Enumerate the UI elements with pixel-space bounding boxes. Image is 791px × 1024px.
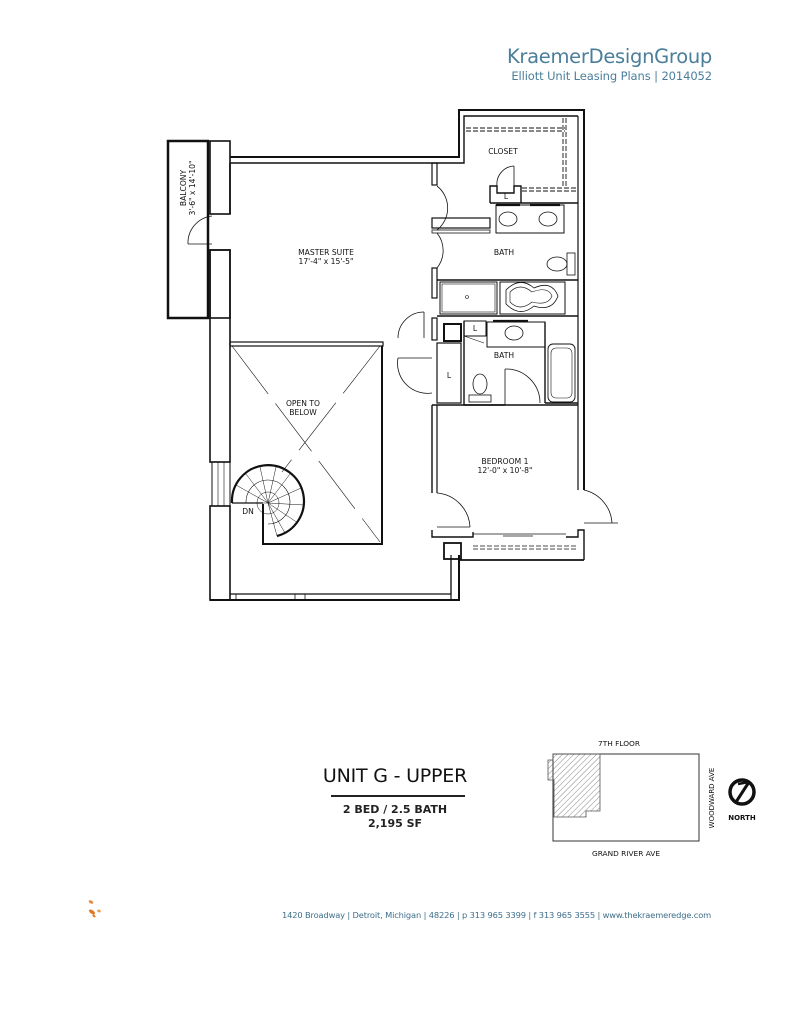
north-label: NORTH [728, 814, 756, 822]
square-footage: 2,195 SF [367, 816, 423, 830]
footer-contact: 1420 Broadway | Detroit, Michigan | 4822… [282, 910, 712, 920]
open-to-below-label-1: OPEN TO [286, 399, 320, 408]
floor-plan: BALCONY 3'-6" x 14'-10" MASTER SUITE 17'… [166, 109, 618, 601]
open-to-below-label-2: BELOW [289, 408, 317, 417]
room-labels: BALCONY 3'-6" x 14'-10" MASTER SUITE 17'… [179, 147, 532, 516]
interior-walls [397, 162, 618, 600]
stair-down-label: DN [242, 507, 254, 516]
document-subtitle: Elliott Unit Leasing Plans | 2014052 [511, 69, 712, 83]
master-suite-dims: 17'-4" x 15'-5" [299, 257, 354, 266]
master-suite-label: MASTER SUITE [298, 248, 354, 257]
linen-closet-label: L [473, 324, 478, 333]
linen-closet-label: L [504, 192, 509, 201]
brand-name: KraemerDesignGroup [506, 45, 712, 68]
unit-info: UNIT G - UPPER 2 BED / 2.5 BATH 2,195 SF [315, 764, 475, 831]
bedroom-1-label: BEDROOM 1 [482, 457, 529, 466]
building-outline [552, 753, 700, 842]
street-south-label: GRAND RIVER AVE [592, 849, 660, 858]
bedroom-1-dims: 12'-0" x 10'-8" [478, 466, 533, 475]
key-plan: 7TH FLOOR GRAND RIVER AVE WOODWARD AVE N… [547, 739, 756, 858]
open-to-below [229, 341, 384, 545]
divider [331, 795, 465, 797]
header: KraemerDesignGroup Elliott Unit Leasing … [507, 46, 712, 84]
floor-label: 7TH FLOOR [598, 739, 640, 748]
north-arrow-icon [728, 778, 756, 806]
balcony-dims: 3'-6" x 14'-10" [188, 161, 197, 216]
spiral-stair [230, 464, 306, 538]
balcony [166, 139, 231, 320]
company-logo-icon [88, 900, 101, 918]
hall-bath-label: BATH [494, 351, 514, 360]
closet [466, 118, 578, 204]
exterior-walls [209, 109, 585, 601]
balcony-label: BALCONY [179, 170, 188, 207]
closet-label: CLOSET [488, 147, 518, 156]
linen-closet-label: L [447, 371, 452, 380]
unit-title: UNIT G - UPPER [322, 765, 468, 787]
street-east-label: WOODWARD AVE [708, 768, 716, 829]
unit-location-hatch [547, 753, 601, 818]
beds-baths: 2 BED / 2.5 BATH [342, 802, 448, 816]
master-bath-label: BATH [494, 248, 514, 257]
